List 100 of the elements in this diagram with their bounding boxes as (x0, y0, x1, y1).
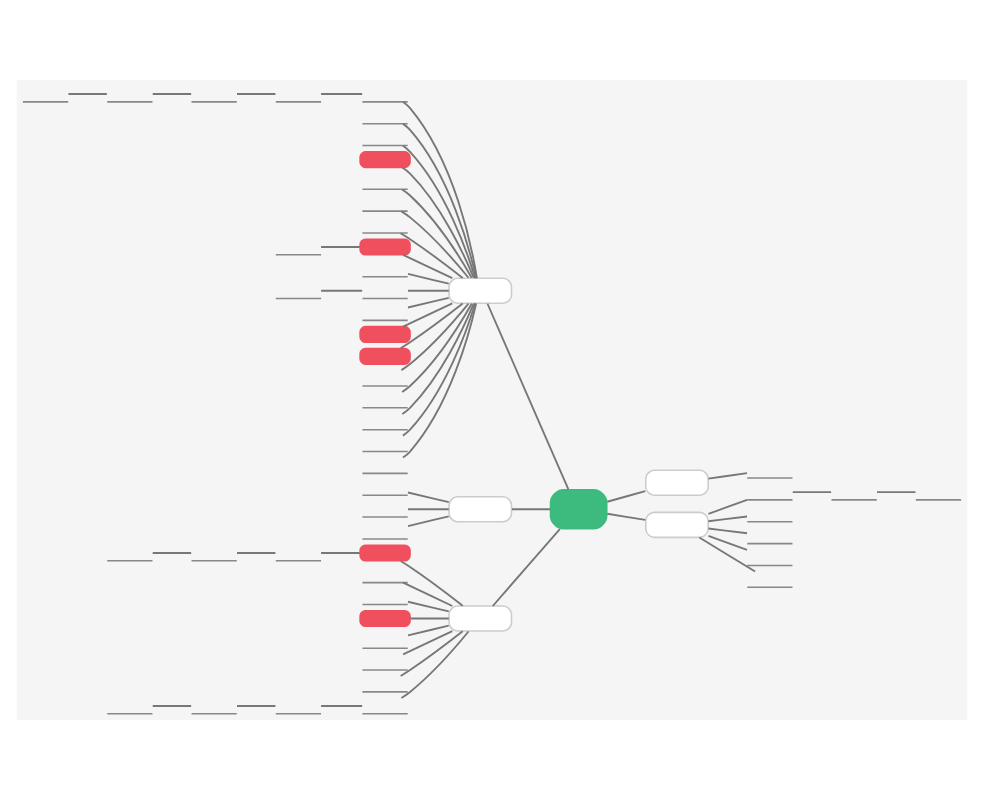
connector (236, 552, 277, 554)
node-line (361, 647, 409, 649)
connector (402, 302, 454, 328)
node-line (275, 713, 322, 715)
node-line (190, 101, 238, 103)
connector (402, 302, 477, 437)
node-line (106, 713, 154, 715)
node-line (361, 450, 409, 453)
connector (151, 705, 193, 707)
connector (407, 296, 450, 309)
connector (407, 508, 450, 511)
node-line (22, 101, 69, 103)
connector (401, 166, 475, 279)
connector (486, 302, 570, 491)
connector (399, 560, 464, 607)
node-line (361, 428, 409, 431)
node-line (190, 560, 238, 562)
node-line (361, 407, 409, 409)
connector (399, 630, 464, 677)
node-line (361, 385, 409, 387)
node-box (448, 277, 513, 304)
node-box (549, 489, 608, 530)
connector (151, 93, 193, 95)
connector (400, 302, 470, 372)
connector (402, 144, 477, 280)
connector (407, 515, 450, 527)
node-line (361, 210, 409, 212)
node-box (645, 511, 709, 539)
node-box (359, 325, 411, 343)
node-box (359, 347, 411, 365)
connector (707, 515, 748, 523)
connector (151, 552, 193, 554)
connector (236, 93, 277, 95)
connector (409, 617, 450, 620)
node-line (830, 499, 878, 501)
node-line (361, 713, 409, 715)
connector (606, 490, 647, 503)
node-line (361, 101, 409, 103)
node-line (746, 564, 794, 567)
node-line (746, 586, 794, 589)
connector (876, 491, 917, 494)
node-line (746, 499, 794, 501)
node-line (275, 297, 322, 300)
connector (491, 528, 561, 607)
connector (400, 630, 470, 699)
node-line (361, 538, 409, 540)
node-line (746, 477, 794, 479)
connector (400, 210, 470, 279)
connector (511, 508, 551, 511)
node-line (746, 521, 794, 523)
connector (407, 491, 450, 504)
node-line (361, 319, 409, 322)
node-line (275, 560, 322, 562)
node-line (361, 581, 409, 584)
node-box (359, 151, 411, 169)
node-line (746, 542, 794, 545)
node-line (361, 275, 409, 278)
node-line (361, 603, 409, 606)
node-box (448, 496, 513, 523)
node-line (361, 297, 409, 300)
connector (401, 302, 473, 393)
connector (399, 232, 464, 279)
node-line (106, 560, 154, 562)
connector (606, 512, 647, 521)
node-line (275, 254, 322, 256)
connector (402, 253, 454, 280)
node-line (361, 188, 409, 191)
connector (67, 93, 108, 95)
node-line (190, 713, 238, 715)
connector (320, 705, 364, 707)
connector (401, 188, 473, 279)
connector (707, 498, 748, 515)
connector (707, 534, 748, 551)
node-line (361, 122, 409, 125)
connector (407, 624, 450, 637)
node-line (361, 232, 409, 234)
connector (401, 302, 475, 415)
node-box (359, 544, 411, 562)
connector (407, 273, 450, 285)
connector (399, 302, 464, 350)
connector (402, 630, 454, 656)
connector (707, 527, 748, 535)
connector (320, 289, 364, 292)
node-box (448, 605, 513, 632)
connector (407, 600, 450, 613)
node-line (361, 472, 409, 475)
connector (320, 93, 364, 95)
connector (407, 289, 450, 292)
connector (236, 705, 277, 707)
node-line (106, 101, 154, 103)
connector (320, 552, 361, 554)
node-box (645, 469, 709, 496)
node-line (275, 101, 322, 103)
connector (791, 491, 833, 494)
node-line (361, 144, 409, 147)
node-line (361, 669, 409, 671)
connector (320, 246, 361, 248)
node-line (915, 499, 962, 501)
node-line (361, 691, 409, 693)
connector (402, 581, 454, 607)
